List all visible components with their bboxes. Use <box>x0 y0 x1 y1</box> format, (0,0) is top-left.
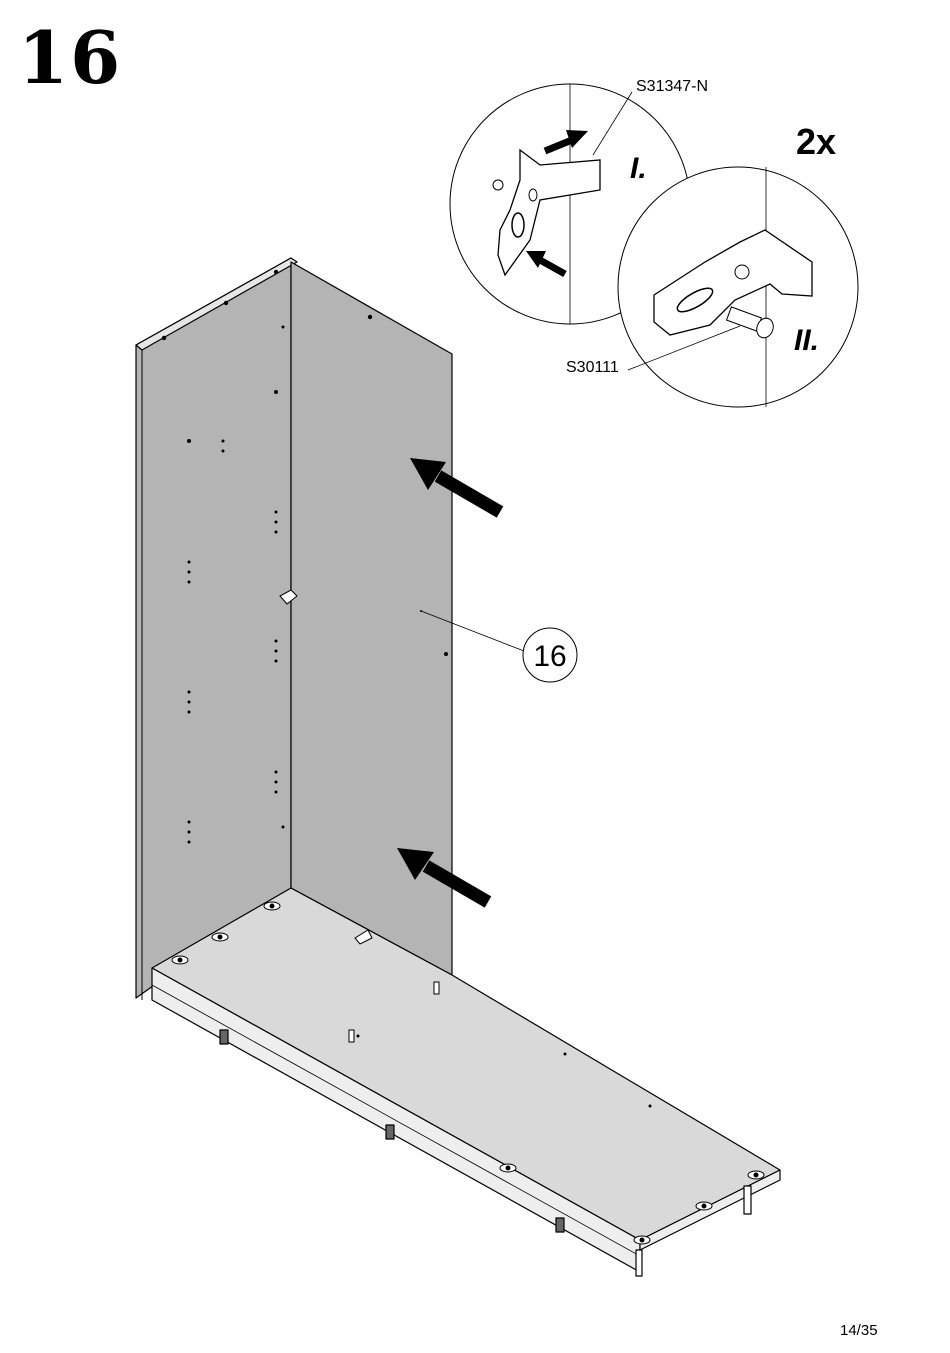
bottom-panel <box>152 888 780 1240</box>
screw-part-code: S30111 <box>566 359 619 376</box>
page-number: 14/35 <box>840 1322 878 1339</box>
panel-callout-number: 16 <box>533 640 566 673</box>
plinth-foot <box>220 1030 228 1044</box>
bracket-part-code: S31347-N <box>636 78 708 95</box>
plinth-foot <box>386 1125 394 1139</box>
quantity-label: 2x <box>796 121 836 162</box>
cabinet-assembly <box>136 258 780 1276</box>
detail-circle-two <box>618 167 858 407</box>
plinth-foot <box>556 1218 564 1232</box>
left-side-panel <box>136 258 291 998</box>
step-two-label: II. <box>794 324 819 357</box>
step-one-label: I. <box>630 152 647 185</box>
